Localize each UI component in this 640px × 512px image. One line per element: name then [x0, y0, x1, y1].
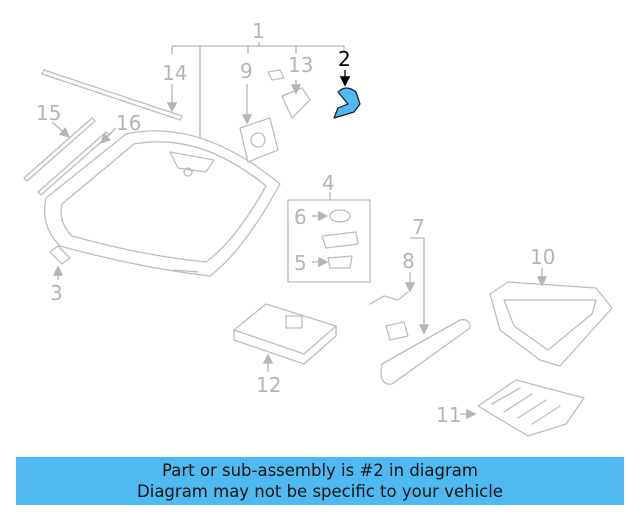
part-8-wire: [369, 272, 416, 305]
part-16-side-molding: [37, 127, 117, 196]
callout-15: 15: [36, 101, 61, 125]
part-9-bracket: [239, 84, 279, 163]
callout-3: 3: [50, 281, 63, 305]
callout-12: 12: [256, 373, 281, 397]
part-4-sensor-group: [287, 192, 371, 283]
callout-7: 7: [412, 215, 425, 239]
part-15-side-molding: [23, 117, 96, 182]
banner-line-2: Diagram may not be specific to your vehi…: [137, 482, 503, 501]
callout-8: 8: [402, 249, 415, 273]
callout-10: 10: [530, 245, 555, 269]
part-windshield: [43, 130, 281, 277]
part-12-module: [233, 303, 337, 372]
banner-line-1: Part or sub-assembly is #2 in diagram: [162, 461, 478, 480]
callout-16: 16: [116, 111, 141, 135]
callout-1: 1: [252, 19, 265, 43]
parts-diagram: 1 14 15 16 3 9 13: [23, 19, 613, 437]
callout-13: 13: [288, 53, 313, 77]
part-11-tray: [460, 379, 585, 437]
part-10-housing: [489, 268, 613, 367]
part-3-clip: [49, 245, 71, 280]
callout-4: 4: [322, 171, 335, 195]
callout-5: 5: [294, 251, 307, 275]
part-13-cover: [267, 69, 311, 119]
callout-11: 11: [436, 403, 461, 427]
part-2-highlighted: [333, 70, 361, 119]
callout-6: 6: [294, 205, 307, 229]
callout-2: 2: [338, 47, 351, 71]
info-banner: Part or sub-assembly is #2 in diagram Di…: [16, 457, 624, 505]
callout-9: 9: [240, 59, 253, 83]
part-7-mirror: [380, 237, 471, 385]
callout-14: 14: [162, 61, 187, 85]
callout-1-leader: [171, 42, 345, 151]
part-14-molding: [41, 69, 183, 121]
